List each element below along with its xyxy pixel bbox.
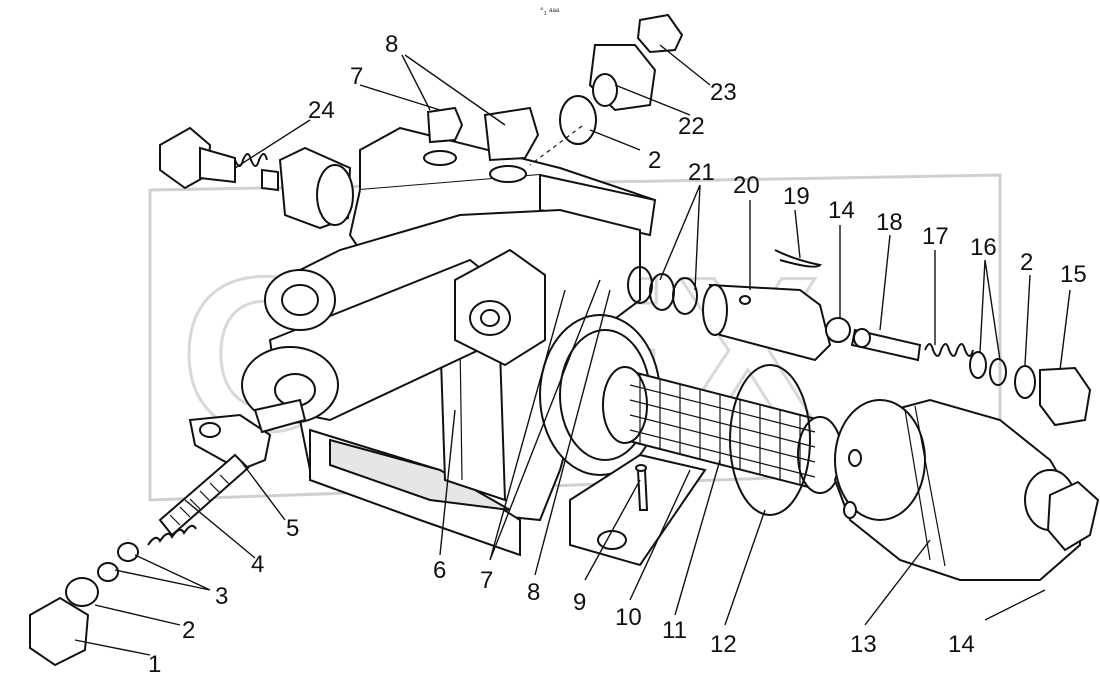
callout-24: 24: [308, 97, 335, 124]
nut-part-23: [636, 13, 684, 54]
spring-adjuster: [147, 524, 197, 546]
callout-18: 18: [876, 209, 903, 236]
washer-3b: [97, 562, 119, 582]
callout-4: 4: [251, 551, 264, 578]
callout-12: 12: [710, 631, 737, 658]
top-mark: °₁ ᵃᵃᵃ: [540, 6, 560, 16]
leader-lines: [74, 44, 1071, 656]
filter-element-part-11: [602, 366, 843, 494]
callout-7-top: 7: [350, 63, 363, 90]
cotter-pin-19: [774, 249, 823, 268]
washer-3a: [117, 542, 139, 562]
callout-10: 10: [615, 604, 642, 631]
washer-2-right: [1014, 365, 1036, 399]
callout-15: 15: [1060, 261, 1087, 288]
callout-22: 22: [678, 113, 705, 140]
washer-16a: [969, 351, 987, 379]
o-ring-21c: [672, 277, 698, 315]
adjuster-assembly: [29, 398, 307, 667]
relief-valve-part-24: [159, 126, 354, 230]
callout-13: 13: [850, 631, 877, 658]
callout-7-bottom: 7: [480, 567, 493, 594]
callout-1: 1: [148, 651, 161, 678]
washer-16b: [989, 358, 1007, 386]
callout-8-bottom: 8: [527, 579, 540, 606]
o-ring-21a: [627, 266, 653, 304]
callout-20: 20: [733, 172, 760, 199]
plug-part-1: [29, 596, 90, 667]
callout-6: 6: [433, 557, 446, 584]
filter-cap-part-13: [833, 398, 1100, 581]
plug-part-15: [1039, 366, 1092, 427]
callout-3: 3: [215, 583, 228, 610]
callout-19: 19: [783, 183, 810, 210]
callout-2-left: 2: [182, 617, 195, 644]
callout-23: 23: [710, 79, 737, 106]
callout-5: 5: [286, 515, 299, 542]
seal-ring-part-12: [729, 364, 811, 516]
callout-2-right: 2: [1020, 249, 1033, 276]
washer-2-left: [65, 577, 99, 607]
top-fittings: [426, 13, 684, 166]
callout-labels: 1 2 3 4 5 6 7 8 9 10 11 12 13 14 8 7 24 …: [148, 31, 1087, 678]
plug-part-7-top: [426, 106, 464, 144]
callout-8-top: 8: [385, 31, 398, 58]
callout-14-top: 14: [828, 197, 855, 224]
valve-stack: [627, 249, 1092, 427]
callout-9: 9: [573, 589, 586, 616]
callout-11: 11: [662, 617, 687, 644]
spring-part-17: [924, 343, 974, 357]
washer-2-top: [559, 95, 597, 145]
callout-21: 21: [688, 159, 715, 186]
callout-2-top: 2: [648, 147, 661, 174]
valve-body-part-20: [708, 283, 832, 362]
callout-16: 16: [970, 234, 997, 261]
base-plate: [569, 453, 707, 567]
callout-17: 17: [922, 223, 949, 250]
ball-part-14: [825, 317, 851, 343]
callout-14-bottom: 14: [948, 631, 975, 658]
